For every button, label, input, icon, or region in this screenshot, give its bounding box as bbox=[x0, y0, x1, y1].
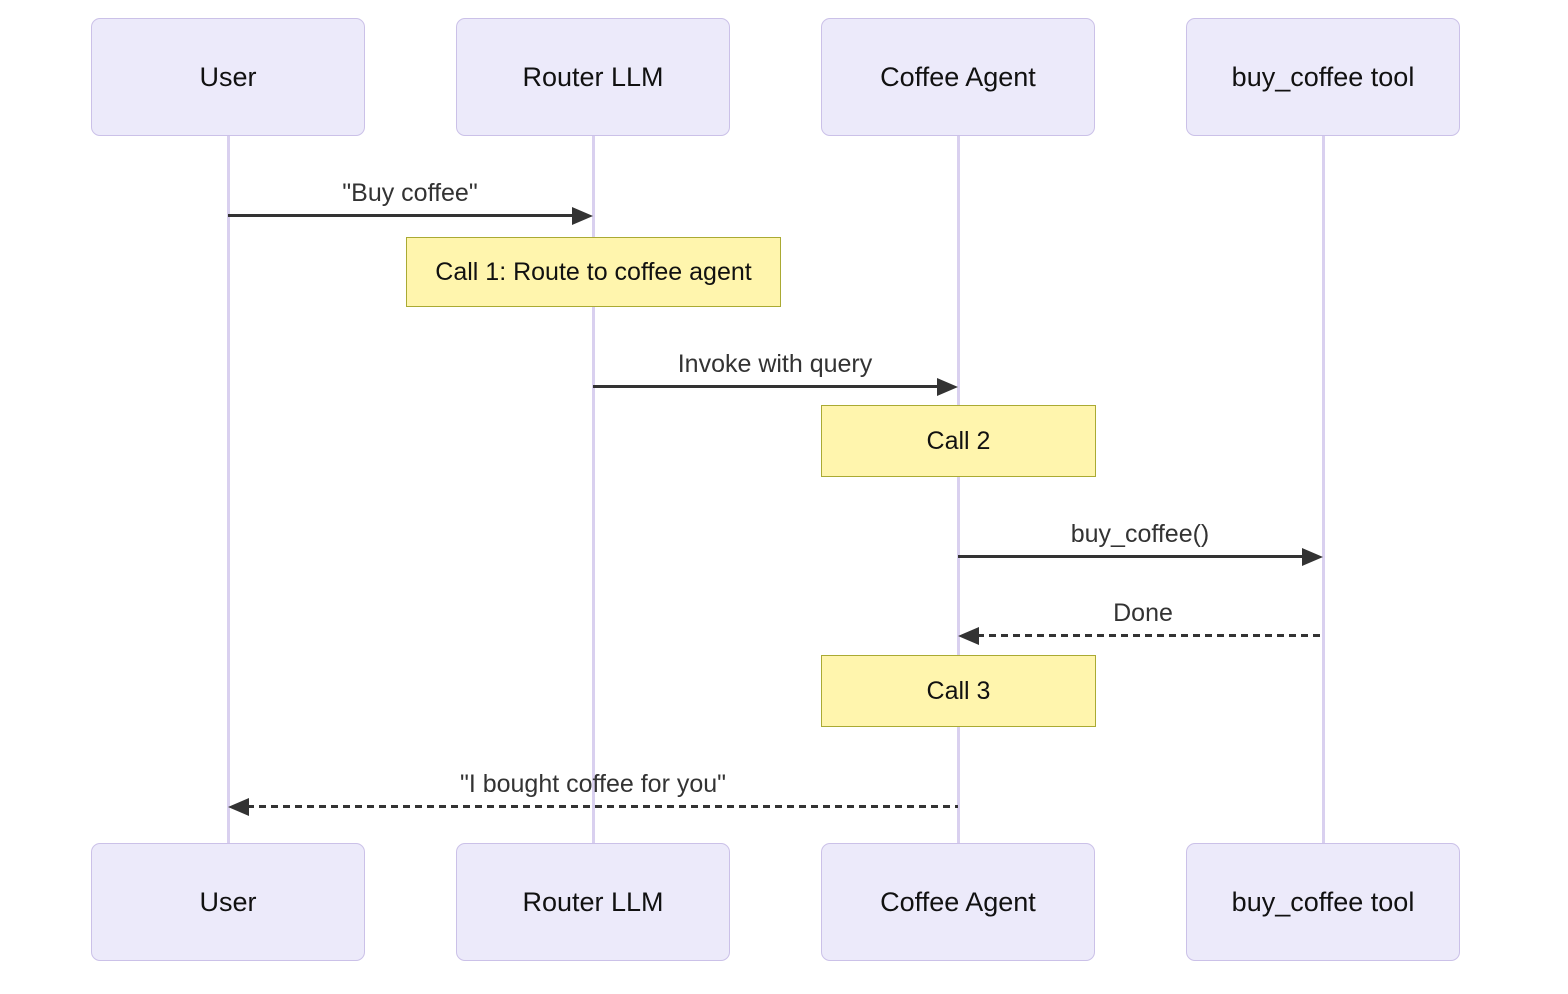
actor-top-user: User bbox=[91, 18, 365, 136]
note-call-1: Call 1: Route to coffee agent bbox=[406, 237, 781, 307]
lifeline-coffee-agent bbox=[956, 136, 960, 843]
message-line bbox=[247, 805, 958, 808]
actor-label: Router LLM bbox=[522, 61, 664, 92]
message-line bbox=[977, 634, 1323, 637]
arrowhead-right-icon bbox=[937, 377, 958, 396]
actor-bottom-router-llm: Router LLM bbox=[456, 843, 730, 961]
actor-bottom-coffee-agent: Coffee Agent bbox=[821, 843, 1095, 961]
note-call-3: Call 3 bbox=[821, 655, 1096, 727]
arrowhead-right-icon bbox=[572, 206, 593, 225]
message-line bbox=[593, 385, 940, 388]
arrowhead-right-icon bbox=[1302, 547, 1323, 566]
note-label: Call 2 bbox=[926, 426, 991, 455]
message-label: Done bbox=[1113, 599, 1173, 627]
actor-top-coffee-agent: Coffee Agent bbox=[821, 18, 1095, 136]
arrowhead-left-icon bbox=[958, 626, 979, 645]
message-line bbox=[958, 555, 1305, 558]
note-label: Call 3 bbox=[926, 676, 991, 705]
message-line bbox=[228, 214, 575, 217]
message-label: "Buy coffee" bbox=[342, 179, 478, 207]
arrowhead-left-icon bbox=[228, 797, 249, 816]
message-label: buy_coffee() bbox=[1070, 520, 1210, 548]
lifeline-user bbox=[226, 136, 230, 843]
actor-top-router-llm: Router LLM bbox=[456, 18, 730, 136]
actor-label: buy_coffee tool bbox=[1231, 886, 1415, 917]
actor-label: buy_coffee tool bbox=[1231, 61, 1415, 92]
actor-label: User bbox=[199, 61, 257, 92]
actor-label: Coffee Agent bbox=[880, 886, 1036, 917]
message-label: Invoke with query bbox=[677, 350, 873, 378]
note-call-2: Call 2 bbox=[821, 405, 1096, 477]
actor-bottom-user: User bbox=[91, 843, 365, 961]
message-label: "I bought coffee for you" bbox=[459, 770, 727, 798]
actor-label: Coffee Agent bbox=[880, 61, 1036, 92]
actor-label: User bbox=[199, 886, 257, 917]
actor-bottom-buy-coffee-tool: buy_coffee tool bbox=[1186, 843, 1460, 961]
lifeline-router-llm bbox=[591, 136, 595, 843]
actor-label: Router LLM bbox=[522, 886, 664, 917]
lifeline-buy-coffee-tool bbox=[1321, 136, 1325, 843]
note-label: Call 1: Route to coffee agent bbox=[435, 257, 752, 286]
actor-top-buy-coffee-tool: buy_coffee tool bbox=[1186, 18, 1460, 136]
